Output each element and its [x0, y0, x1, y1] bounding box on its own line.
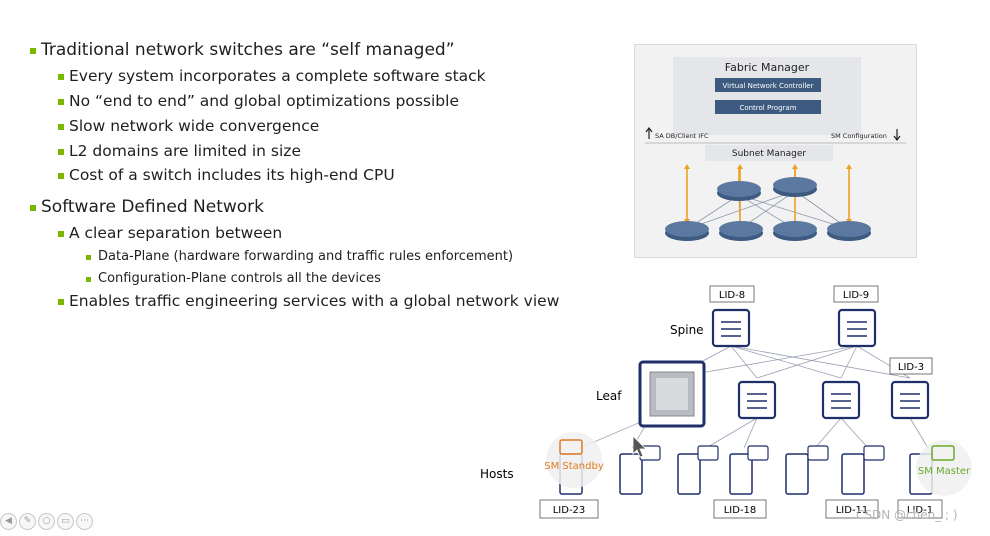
player-controls: ◀ ✎ ○ ▭ ⋯ [0, 510, 93, 532]
bullet-text: A clear separation between [69, 224, 283, 242]
bullet-marker-icon [58, 231, 64, 237]
lid-label: LID-1 [907, 505, 933, 516]
virtual-network-controller-label: Virtual Network Controller [723, 82, 814, 90]
fabric-manager-title: Fabric Manager [725, 61, 810, 74]
bullet-text: Slow network wide convergence [69, 117, 320, 135]
bullet-marker-icon [58, 299, 64, 305]
topology-links [579, 345, 929, 449]
bullet-text: Cost of a switch includes its high-end C… [69, 166, 395, 184]
control-program-label: Control Program [739, 104, 796, 112]
bullet-marker-icon [58, 149, 64, 155]
control-program-box [715, 100, 821, 114]
pen-icon[interactable]: ✎ [19, 512, 36, 530]
sm-configuration-label: SM Configuration [831, 132, 887, 140]
switch-arrow-glyphs [721, 321, 920, 409]
down-arrow-icon [893, 135, 901, 141]
more-icon[interactable]: ⋯ [76, 512, 93, 530]
nic-icons [639, 445, 885, 461]
bullet-text: Every system incorporates a complete sof… [69, 67, 486, 85]
lid-label: LID-8 [719, 290, 745, 301]
bullet-text: Data-Plane (hardware forwarding and traf… [98, 249, 514, 264]
sm-standby-label: SM Standby [544, 461, 604, 472]
lid-label: LID-18 [724, 505, 757, 516]
bullet-text: Configuration-Plane controls all the dev… [98, 271, 381, 286]
bullet-marker-icon [86, 277, 91, 282]
bullet-text: No “end to end” and global optimizations… [69, 92, 459, 110]
bullet-text: Enables traffic engineering services wit… [69, 292, 560, 310]
bullet-marker-icon [30, 205, 36, 211]
bullet-text: Traditional network switches are “self m… [41, 40, 455, 60]
bullet-marker-icon [58, 99, 64, 105]
search-icon[interactable]: ○ [38, 512, 55, 530]
lid-label: LID-9 [843, 290, 869, 301]
subnet-manager-label: Subnet Manager [732, 149, 807, 159]
bullet-text: Software Defined Network [41, 197, 265, 217]
bullet-marker-icon [58, 124, 64, 130]
fabric-links [686, 190, 850, 230]
watermark: CSDN @chen_ ; ) [856, 508, 958, 522]
previous-icon[interactable]: ◀ [0, 512, 17, 530]
virtual-network-controller-box [715, 78, 821, 92]
bullet-marker-icon [86, 255, 91, 260]
hosts-label: Hosts [480, 467, 514, 481]
sm-master-label: SM Master [918, 466, 971, 477]
sm-master-badge [916, 440, 972, 496]
switch-icons [711, 308, 930, 420]
topology-diagram: LID-8 LID-9 LID-3 LID-23 LID-18 LID-11 L… [470, 278, 990, 532]
bullet-marker-icon [30, 48, 36, 54]
subnet-manager-box [705, 145, 833, 161]
fabric-manager-diagram: Fabric Manager Virtual Network Controlle… [634, 44, 917, 258]
lid-label: LID-3 [898, 362, 924, 373]
lid-label: LID-11 [836, 505, 869, 516]
up-arrow-icon [645, 127, 653, 133]
fabric-switch-icons [665, 177, 871, 241]
bullet-marker-icon [58, 173, 64, 179]
screen-icon[interactable]: ▭ [57, 512, 74, 530]
bullet-marker-icon [58, 74, 64, 80]
fabric-manager-panel [673, 57, 861, 135]
bullet-text: L2 domains are limited in size [69, 142, 301, 160]
lid-label: LID-23 [553, 505, 586, 516]
spine-label: Spine [670, 323, 704, 337]
lid-labels: LID-8 LID-9 LID-3 LID-23 LID-18 LID-11 L… [539, 285, 943, 519]
mouse-cursor-icon [632, 435, 647, 458]
leaf-label: Leaf [596, 389, 622, 403]
sa-db-label: SA DB/Client IFC [655, 132, 709, 140]
